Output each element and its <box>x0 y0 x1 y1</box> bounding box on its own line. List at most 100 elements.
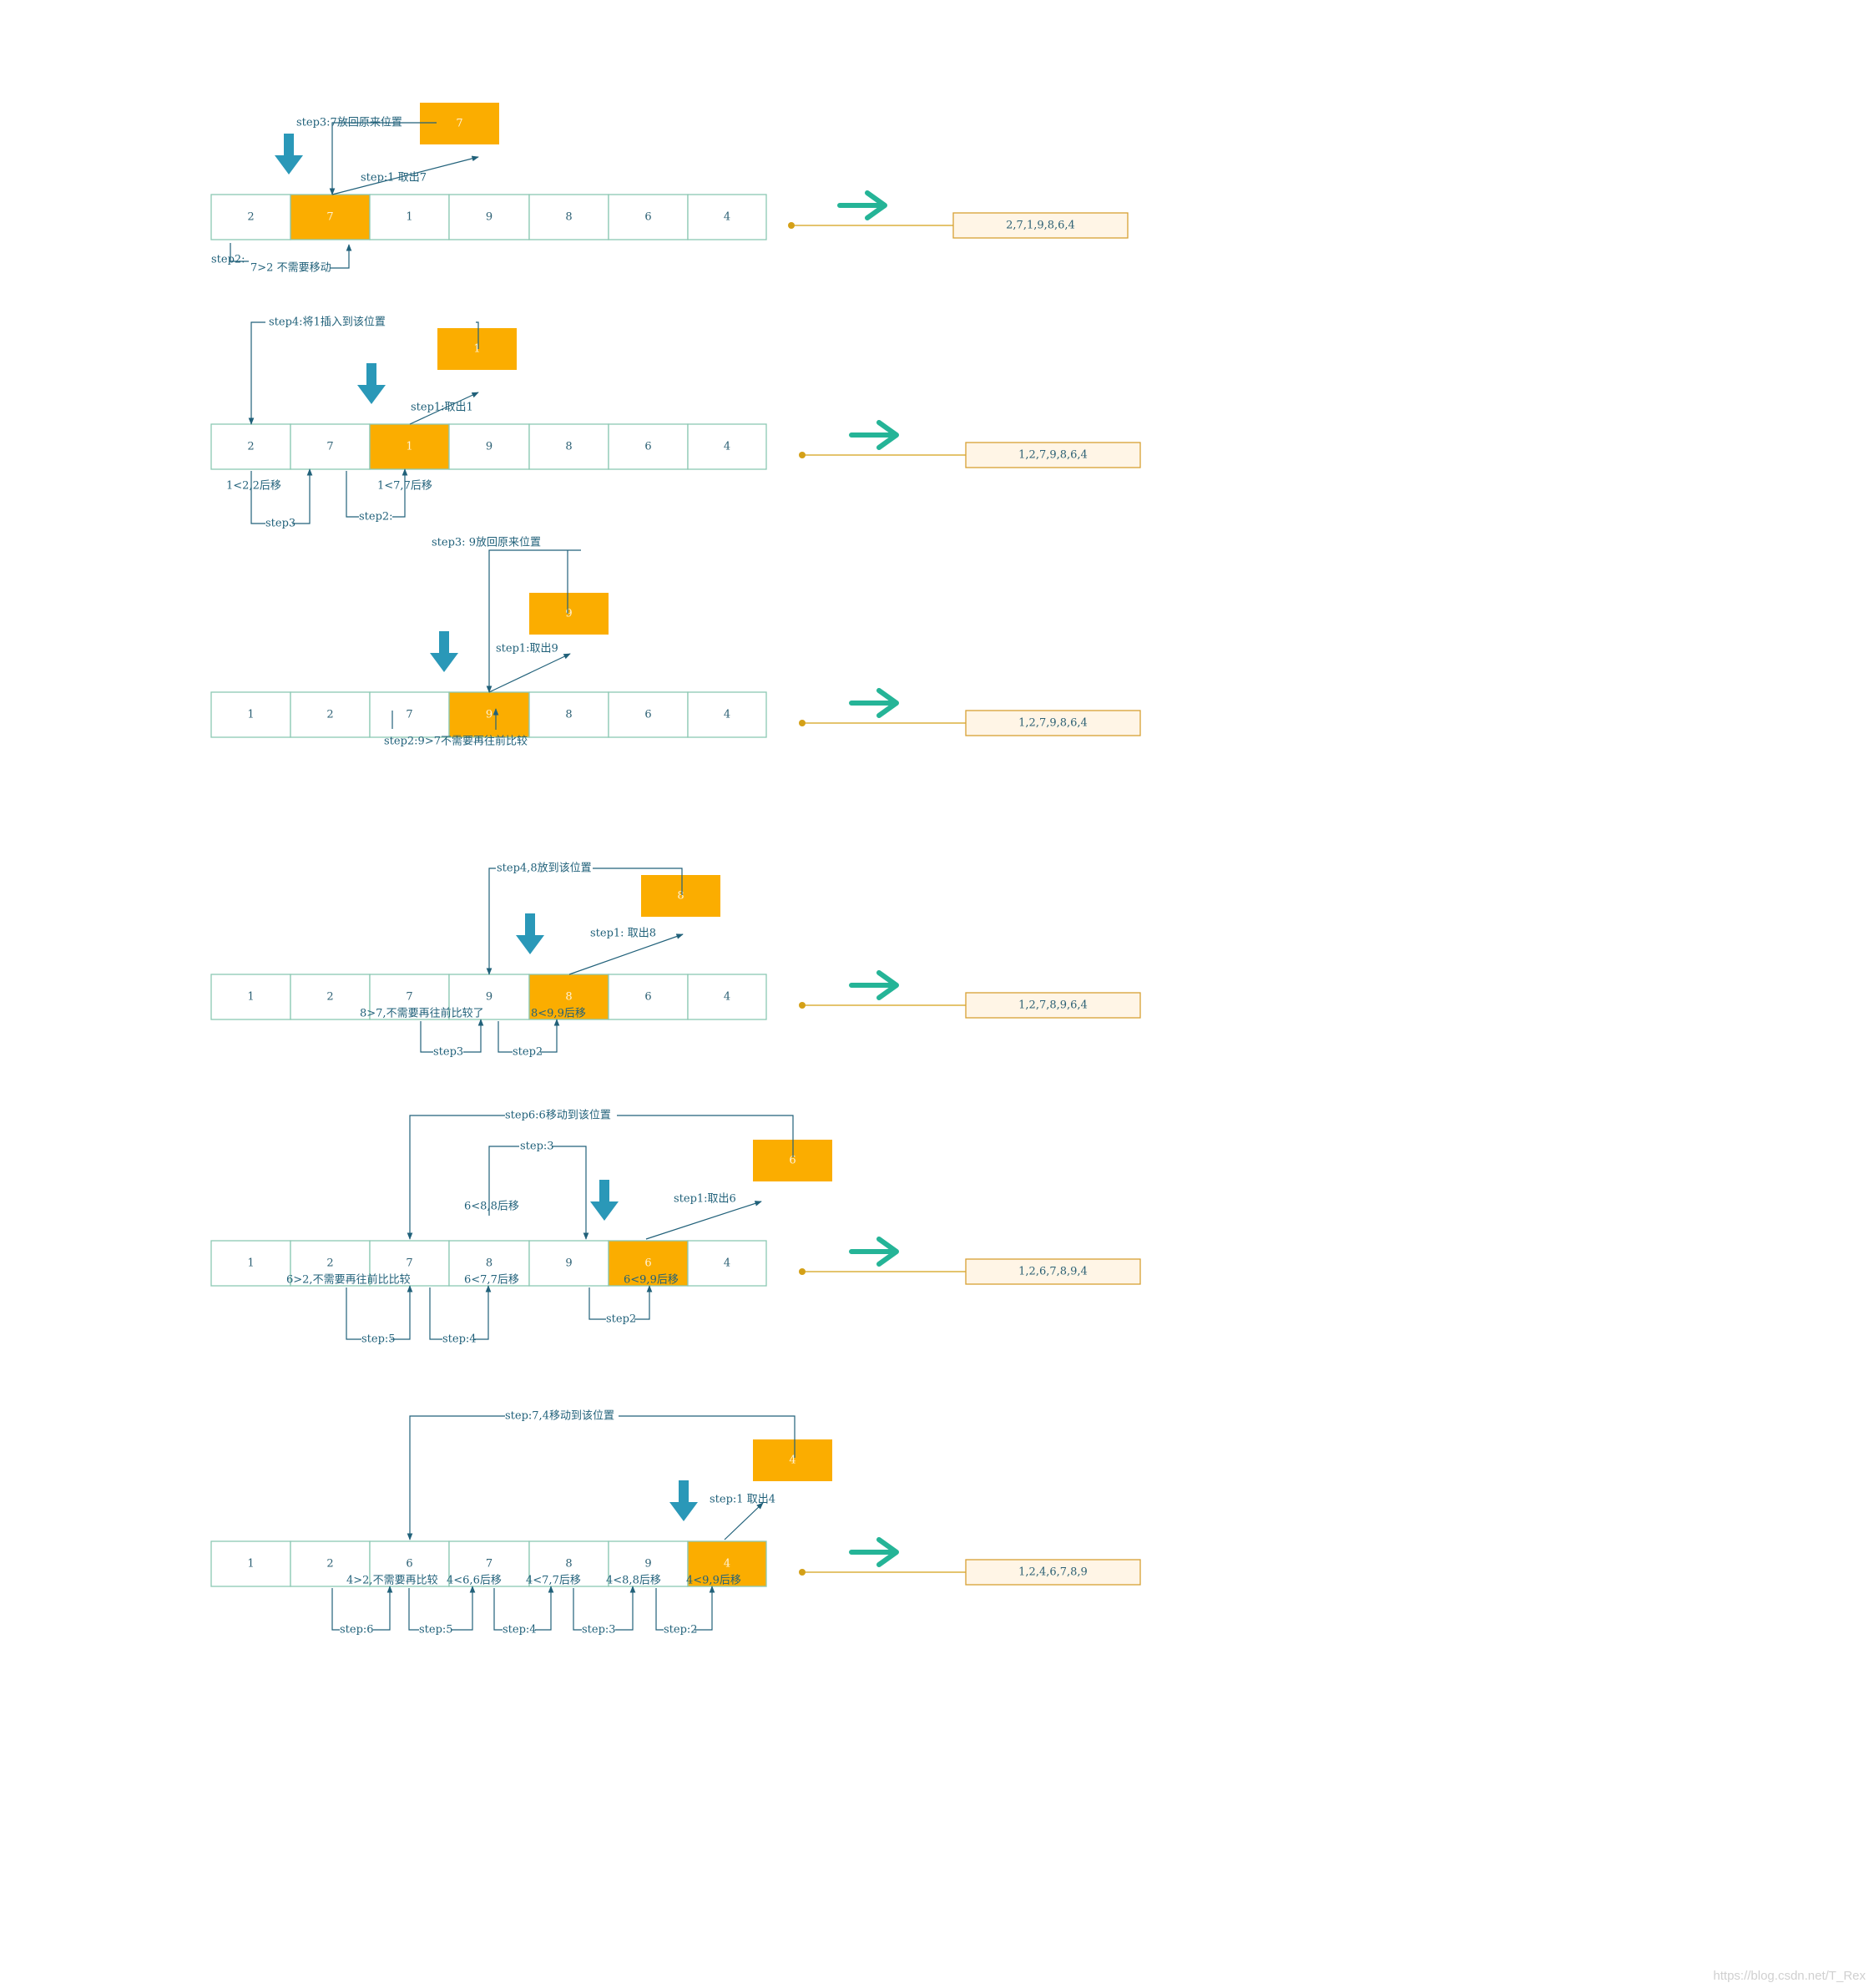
annotation-label: step2: <box>359 511 393 524</box>
annotation-line <box>292 468 313 524</box>
result-box: 1,2,6,7,8,9,4 <box>965 1258 1141 1285</box>
array-cell-value: 6 <box>644 441 651 453</box>
annotation-label: step4,8放到该位置 <box>497 862 592 875</box>
annotation-label: 4<6,6后移 <box>447 1575 502 1587</box>
annotation-line <box>346 471 359 518</box>
array-cell-box <box>687 1540 767 1587</box>
annotation-line <box>498 1021 513 1053</box>
array-cell: 4 <box>687 194 767 240</box>
annotation-line <box>619 1415 796 1458</box>
array-cell-value: 7 <box>406 991 412 1004</box>
right-arrow-icon <box>849 970 899 1000</box>
annotation-label: step1:取出1 <box>411 402 473 414</box>
right-arrow-icon <box>849 1537 899 1567</box>
annotation-label: step2: <box>211 254 245 266</box>
annotation-label: step:6 <box>340 1624 374 1636</box>
result-box: 1,2,7,9,8,6,4 <box>965 710 1141 736</box>
annotation-line <box>420 1021 433 1053</box>
annotation-label: step:3 <box>520 1141 554 1153</box>
result-box-frame <box>965 1258 1141 1285</box>
array-cell-value: 4 <box>724 991 730 1004</box>
extracted-key-box <box>641 875 720 917</box>
array-cell-value: 6 <box>644 211 651 224</box>
down-arrow-icon <box>430 631 458 672</box>
array-cell-value: 4 <box>724 1558 730 1571</box>
array-cell-box <box>210 1540 291 1587</box>
annotation-label: step2 <box>606 1313 636 1326</box>
array-cell-value: 4 <box>724 441 730 453</box>
annotation-label: step4:将1插入到该位置 <box>269 316 386 329</box>
array-cell-active: 7 <box>290 194 371 240</box>
down-arrow-icon <box>590 1180 619 1221</box>
array-cell: 7 <box>290 423 371 470</box>
array-cell-value: 6 <box>644 991 651 1004</box>
result-sequence: 1,2,6,7,8,9,4 <box>1018 1266 1088 1278</box>
array-cell: 8 <box>528 423 609 470</box>
annotation-label: step3 <box>265 518 295 530</box>
array-cell-box <box>210 1240 291 1287</box>
annotation-line <box>488 653 571 693</box>
down-arrow-icon <box>516 913 544 954</box>
annotation-label: 4<8,8后移 <box>606 1575 661 1587</box>
array-cell-value: 2 <box>326 1558 333 1571</box>
result-box: 1,2,7,9,8,6,4 <box>965 442 1141 468</box>
annotation-line <box>392 468 408 518</box>
annotation-label: step:1 取出7 <box>361 172 427 185</box>
array-cell-value: 6 <box>406 1558 412 1571</box>
annotation-line <box>409 392 479 425</box>
annotation-label: step:4 <box>442 1333 477 1346</box>
annotation-label: step:4 <box>503 1624 537 1636</box>
annotation-line <box>634 1285 653 1320</box>
array-cell: 8 <box>528 194 609 240</box>
array-cell-value: 2 <box>247 441 254 453</box>
annotation-label: 8<9,9后移 <box>531 1008 586 1020</box>
array-cell-value: 8 <box>565 991 572 1004</box>
down-arrow-icon <box>357 363 386 404</box>
array-cell-box <box>608 423 689 470</box>
array-cell-value: 2 <box>326 709 333 721</box>
annotation-label: 4<7,7后移 <box>526 1575 581 1587</box>
annotation-label: step2:9>7不需要再往前比较 <box>384 735 528 748</box>
annotation-label: step6:6移动到该位置 <box>505 1110 611 1122</box>
array-cell-active: 9 <box>448 691 530 738</box>
array-cell-box <box>687 423 767 470</box>
annotation-line <box>474 1285 492 1340</box>
array-cell-box <box>448 1240 530 1287</box>
extracted-key-value: 9 <box>565 608 572 620</box>
annotation-line <box>724 1502 764 1540</box>
watermark: https://blog.csdn.net/T_Rex <box>1713 1969 1866 1983</box>
annotation-line <box>535 1586 554 1631</box>
array-cell-value: 1 <box>406 211 412 224</box>
result-sequence: 1,2,4,6,7,8,9 <box>1018 1566 1088 1579</box>
array-cell: 6 <box>608 691 689 738</box>
annotation-label: step3: 9放回原来位置 <box>432 537 541 549</box>
array-cell-box <box>687 691 767 738</box>
annotation-label: step:7,4移动到该位置 <box>505 1410 614 1423</box>
array-cell-value: 2 <box>326 1257 333 1270</box>
annotation-line <box>329 122 437 195</box>
array-cell-value: 1 <box>247 709 254 721</box>
array-cell-value: 6 <box>644 1257 651 1270</box>
array-cell-value: 7 <box>326 441 333 453</box>
array-cell: 8 <box>448 1240 530 1287</box>
array-cell-box <box>608 974 689 1020</box>
annotation-line <box>645 1201 762 1240</box>
annotation-line <box>230 243 249 262</box>
array-cell-box <box>290 1540 371 1587</box>
array-cell-value: 4 <box>724 1257 730 1270</box>
annotation-label: step:3 <box>582 1624 616 1636</box>
array-cell-value: 9 <box>486 991 492 1004</box>
array-cell: 6 <box>608 423 689 470</box>
array-cell: 9 <box>608 1540 689 1587</box>
annotation-label: 6<9,9后移 <box>624 1274 679 1287</box>
annotation-line <box>463 1019 484 1053</box>
annotation-label: 4<9,9后移 <box>686 1575 741 1587</box>
array-cell-value: 7 <box>486 1558 492 1571</box>
array-cell-box <box>448 423 530 470</box>
array-cell-box <box>290 194 371 240</box>
